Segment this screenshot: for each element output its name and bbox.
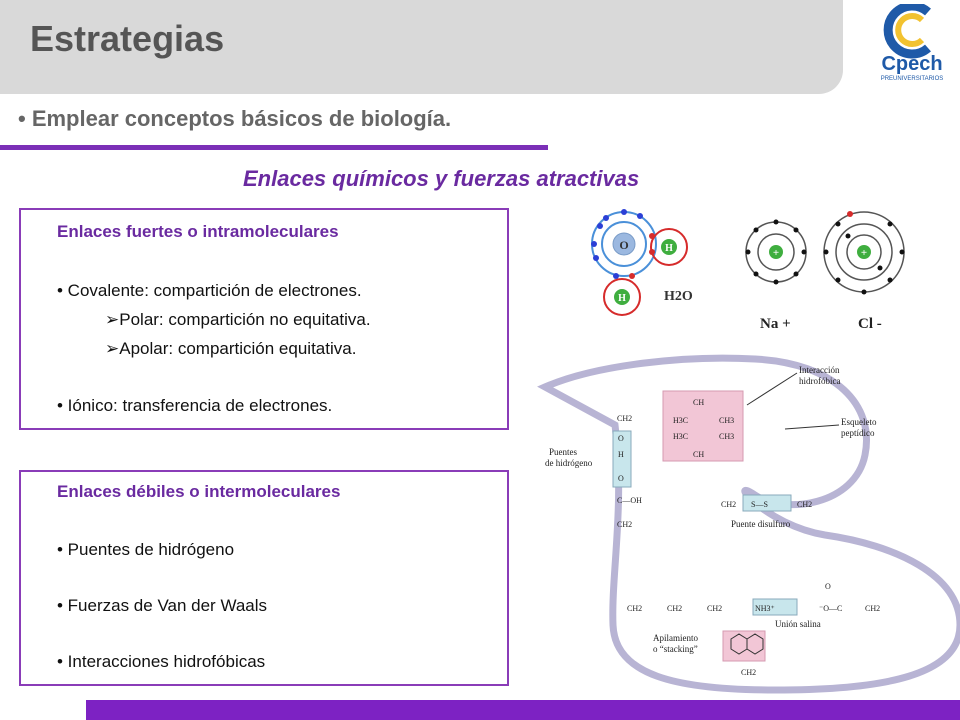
salt-nh3: NH3⁺ <box>755 604 775 613</box>
disulfide-label: Puente disulfuro <box>731 519 791 529</box>
hydrogen-right-label: H <box>665 243 673 254</box>
cl-label: Cl - <box>858 316 882 332</box>
salt-label: Unión salina <box>775 619 821 629</box>
backbone-label-2: peptídico <box>841 428 875 438</box>
page-title: Estrategias <box>30 18 225 59</box>
hbond-ch2: CH2 <box>617 414 632 423</box>
weak-bonds-title: Enlaces débiles o intermoleculares <box>57 482 341 501</box>
divider <box>0 145 548 150</box>
cpech-logo: Cpech PREUNIVERSITARIOS <box>881 4 944 82</box>
water-label: H2O <box>664 289 693 304</box>
hydrophobic-ch3-1: CH3 <box>719 416 734 425</box>
oxygen-label: O <box>619 238 628 252</box>
logo-text: Cpech <box>881 53 942 75</box>
cl-plus-sign: + <box>861 247 867 259</box>
salt-ch2-1: CH2 <box>627 604 642 613</box>
stacking-label-1: Apilamiento <box>653 633 698 643</box>
hbond-o-1: O <box>618 434 624 443</box>
van-der-waals-item: • Fuerzas de Van der Waals <box>57 596 268 615</box>
salt-o: O <box>825 582 831 591</box>
ionic-item: • Iónico: transferencia de electrones. <box>57 396 333 415</box>
strong-bonds-box: Enlaces fuertes o intramoleculares • Cov… <box>19 208 509 430</box>
intro-bullet: • Emplear conceptos básicos de biología. <box>18 106 452 131</box>
hbond-ch2-2: CH2 <box>617 520 632 529</box>
hydrogen-bottom-label: H <box>618 293 626 304</box>
disulfide-ss: S—S <box>751 500 768 509</box>
na-label: Na + <box>760 316 791 332</box>
na-plus-sign: + <box>773 247 779 259</box>
hbond-label-2: de hidrógeno <box>545 458 593 468</box>
hydrophobic-item: • Interacciones hidrofóbicas <box>57 652 266 671</box>
salt-ch2-4: CH2 <box>865 604 880 613</box>
protein-interactions-diagram: CH H3C CH3 H3C CH3 CH Interacción hidrof… <box>537 354 960 694</box>
strong-bonds-title: Enlaces fuertes o intramoleculares <box>57 222 339 241</box>
covalent-item: • Covalente: compartición de electrones. <box>57 281 362 300</box>
apolar-item: ➢Apolar: compartición equitativa. <box>105 339 357 358</box>
hydrophobic-label-1: Interacción <box>799 365 840 375</box>
hbond-label-1: Puentes <box>549 447 577 457</box>
section-title: Enlaces químicos y fuerzas atractivas <box>243 166 640 191</box>
hydrophobic-label-2: hidrofóbica <box>799 376 840 386</box>
stacking-ch2: CH2 <box>741 668 756 677</box>
hydrophobic-ch-bottom: CH <box>693 450 704 459</box>
salt-ch2-3: CH2 <box>707 604 722 613</box>
hbond-h: H <box>618 450 624 459</box>
bottom-bar <box>86 700 960 720</box>
hbond-o-2: O <box>618 474 624 483</box>
disulfide-ch2-left: CH2 <box>721 500 736 509</box>
atoms-diagram: O H H H2O + Na + + Cl - <box>591 209 905 332</box>
disulfide-ch2-right: CH2 <box>797 500 812 509</box>
hydrophobic-h3c-1: H3C <box>673 416 688 425</box>
title-bar <box>0 0 843 94</box>
salt-oc: ⁻O—C <box>819 604 842 613</box>
weak-bonds-box: Enlaces débiles o intermoleculares • Pue… <box>19 470 509 686</box>
salt-ch2-2: CH2 <box>667 604 682 613</box>
logo-subtext: PREUNIVERSITARIOS <box>881 76 944 82</box>
backbone-label-1: Esqueleto <box>841 417 877 427</box>
hbond-coh: C—OH <box>617 496 642 505</box>
stacking-label-2: o “stacking” <box>653 644 698 654</box>
polar-item: ➢Polar: compartición no equitativa. <box>105 310 371 329</box>
hydrophobic-h3c-2: H3C <box>673 432 688 441</box>
hydrophobic-ch-top: CH <box>693 398 704 407</box>
hydrogen-bond-item: • Puentes de hidrógeno <box>57 540 235 559</box>
hydrophobic-ch3-2: CH3 <box>719 432 734 441</box>
